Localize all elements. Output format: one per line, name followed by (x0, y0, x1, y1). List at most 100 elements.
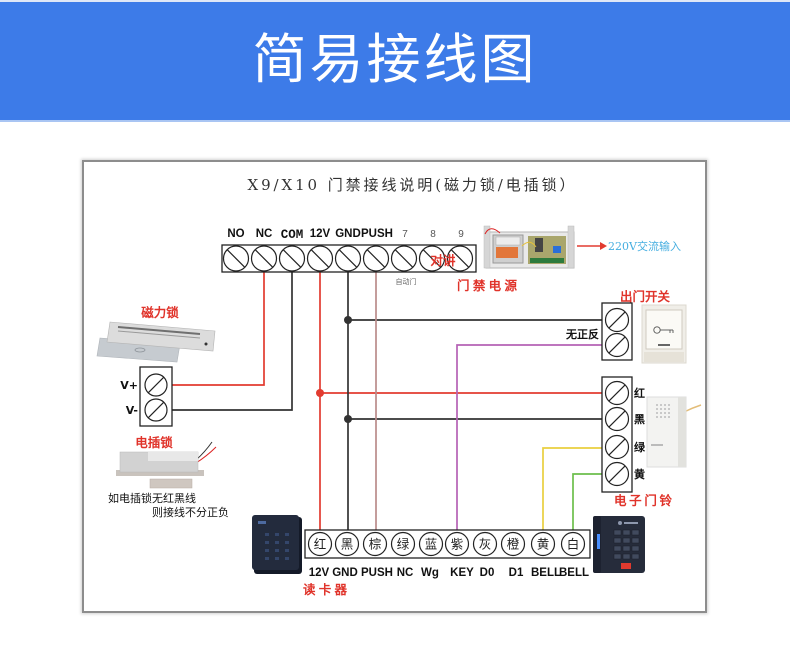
reader-wire-color-label: 紫 (451, 537, 464, 552)
strike-lock-label: 电插锁 (135, 435, 173, 450)
reader-signal-d0: D0 (480, 567, 495, 579)
controller-terminal-labels: NO NC COM 12V GND PUSH 7 8 9 (227, 228, 464, 242)
doorbell-label: 电子门铃 (614, 493, 672, 508)
mag-lock-label: 磁力锁 (140, 305, 179, 320)
reader-wire-blue: 蓝 (418, 531, 444, 557)
terminal-label-nc: NC (256, 228, 273, 240)
reader-wire-yellow: 黄 (530, 531, 556, 557)
reader-signal-key: KEY (450, 567, 474, 579)
reader-wire-brown: 棕 (362, 531, 388, 557)
reader-wire-color-label: 绿 (397, 537, 410, 552)
doorbell-terminal-block (601, 376, 633, 493)
doorbell-terminal-black-label: 黑 (634, 413, 645, 426)
reader-wire-color-label: 棕 (369, 537, 382, 552)
reader-wire-color-label: 橙 (507, 537, 520, 552)
reader-wire-black: 黑 (334, 531, 360, 557)
auto-door-note: 自动门 (396, 277, 417, 286)
terminal-screw-9 (446, 245, 474, 272)
junction-dot-gnd-bell (344, 415, 352, 423)
junction-dot-12v (316, 389, 324, 397)
terminal-screw-bell-red (604, 380, 630, 406)
reader-signal-nc: NC (397, 567, 414, 579)
reader-signal-wg: Wg (421, 567, 439, 579)
reader-wire-purple: 紫 (444, 531, 470, 557)
terminal-screw-no (222, 245, 250, 272)
reader-signal-bell-1: BELL (531, 567, 561, 579)
terminal-screw-bell-green (604, 434, 630, 460)
header-top-line (0, 0, 790, 2)
reader-label: 读卡器 (303, 582, 347, 597)
terminal-screw-bell-black (604, 406, 630, 432)
strike-lock-note-line2: 则接线不分正负 (152, 505, 229, 519)
terminal-screw-8 (418, 245, 446, 272)
mag-lock-vminus-label: V- (126, 404, 138, 417)
terminal-screw-vplus (144, 373, 168, 397)
terminal-screw-12v (306, 245, 334, 272)
reader-wire-gray: 灰 (472, 531, 498, 557)
ac-input-arrow (577, 242, 607, 250)
doorbell-image (646, 396, 702, 468)
strike-lock-image (116, 441, 217, 489)
terminal-screw-bell-yellow (604, 461, 630, 487)
card-reader-image-right (593, 516, 645, 573)
reader-signal-d1: D1 (509, 567, 524, 579)
wire-reader-key-to-exit-button (456, 344, 606, 531)
mag-lock-vplus-label: V+ (120, 379, 138, 392)
ac-input-label: 220V交流输入 (608, 239, 681, 253)
doorbell-terminal-green-label: 绿 (634, 440, 646, 454)
terminal-label-com: COM (281, 228, 304, 242)
diagram-title: X9/X10 门禁接线说明(磁力锁/电插锁） (248, 176, 575, 194)
reader-wire-white: 白 (560, 531, 586, 557)
reader-wire-color-label: 红 (314, 537, 327, 552)
terminal-screw-exit-1 (604, 307, 630, 333)
terminal-label-7: 7 (402, 229, 408, 240)
reader-signal-gnd: GND (332, 567, 358, 579)
mag-lock-image (96, 321, 216, 363)
reader-signal-12v: 12V (309, 567, 330, 579)
page-header: 简易接线图 (0, 2, 790, 122)
terminal-label-push: PUSH (361, 228, 393, 240)
exit-button-terminal-block (601, 302, 633, 361)
reader-wire-color-label: 黄 (537, 537, 550, 552)
wires (168, 271, 606, 531)
exit-button-image (641, 304, 687, 364)
terminal-screw-nc (250, 245, 278, 272)
terminal-label-12v: 12V (310, 228, 331, 240)
terminal-screw-7 (390, 245, 418, 272)
card-reader-image-left (252, 515, 302, 574)
terminal-screw-com (278, 245, 306, 272)
reader-terminal-strip: 红 黑 棕 绿 蓝 紫 灰 橙 黄 白 (304, 529, 591, 559)
wire-nc-to-maglock-vplus (168, 271, 265, 386)
junction-dot-gnd-exit (344, 316, 352, 324)
doorbell-terminal-yellow-label: 黄 (634, 467, 645, 481)
doorbell-terminal-red-label: 红 (634, 386, 645, 400)
power-supply-image (483, 225, 575, 269)
reader-wire-orange: 橙 (500, 531, 526, 557)
reader-signal-bell-2: BELL (559, 567, 589, 579)
terminal-label-8: 8 (430, 229, 436, 240)
reader-wire-color-label: 黑 (341, 537, 354, 552)
page-title: 简易接线图 (252, 28, 538, 91)
reader-signal-push: PUSH (361, 567, 393, 579)
strike-lock-note-line1: 如电插锁无红黑线 (108, 491, 196, 505)
terminal-screw-gnd (334, 245, 362, 272)
reader-wire-red: 红 (307, 531, 333, 557)
intercom-label: 对讲 (430, 253, 456, 268)
mag-lock-terminal-block (139, 366, 173, 427)
power-supply-label: 门禁电源 (457, 278, 517, 293)
wire-com-to-maglock-vminus (168, 271, 293, 411)
terminal-label-9: 9 (458, 229, 464, 240)
reader-wire-color-label: 白 (567, 537, 580, 552)
terminal-screw-exit-2 (604, 332, 630, 358)
wire-reader-bell-to-doorbell-yellow (572, 473, 606, 531)
reader-wire-green: 绿 (390, 531, 416, 557)
wire-reader-bell-to-doorbell-green (542, 447, 606, 531)
controller-terminal-block (221, 244, 477, 273)
terminal-screw-push (362, 245, 390, 272)
reader-wire-color-label: 灰 (479, 537, 492, 552)
reader-signal-labels: 12V GND PUSH NC Wg KEY D0 D1 BELL BELL (309, 567, 589, 579)
terminal-label-gnd: GND (335, 228, 361, 240)
terminal-screw-vminus (144, 398, 168, 422)
exit-button-note: 无正反 (565, 327, 599, 341)
